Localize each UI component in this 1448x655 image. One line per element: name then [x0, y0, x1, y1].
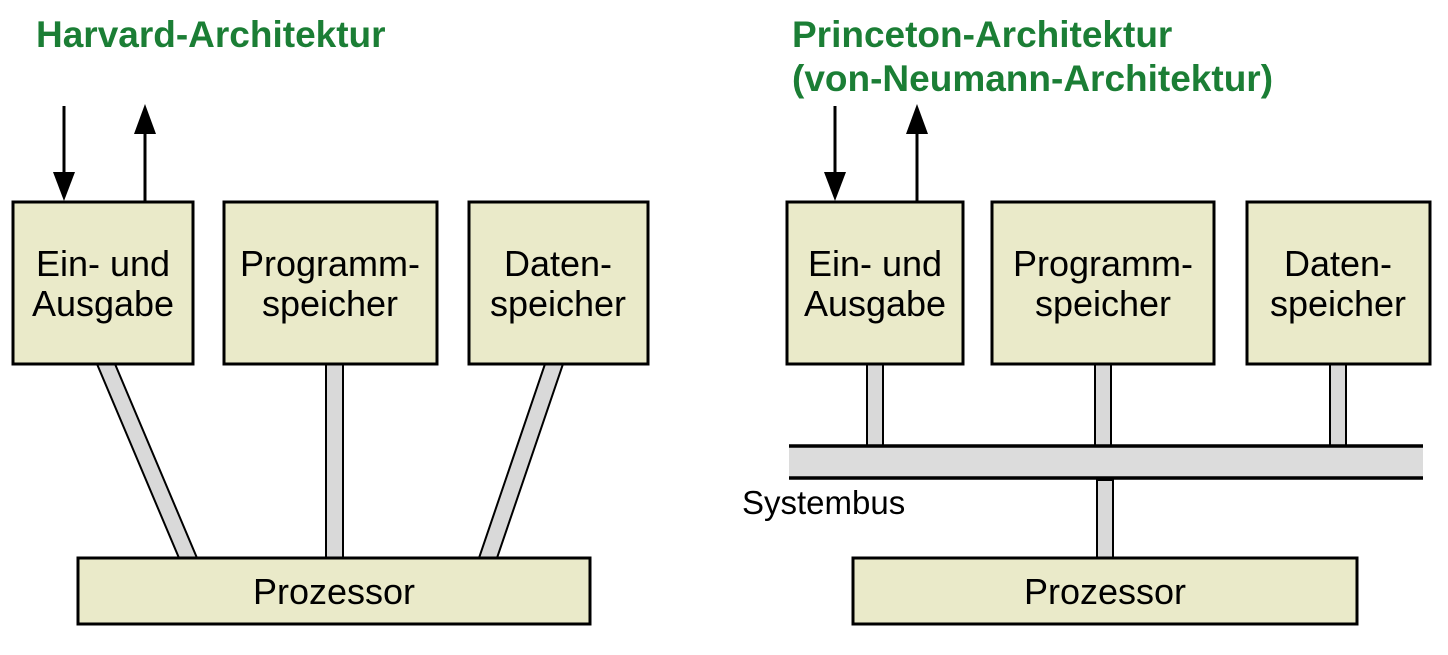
harvard-program-memory-label-line2: speicher — [262, 283, 398, 324]
harvard-io-box-label-line1: Ein- und — [36, 243, 170, 284]
princeton-output-arrow-head — [906, 104, 928, 134]
princeton-title-line2: (von-Neumann-Architektur) — [792, 58, 1273, 99]
princeton-title-line1: Princeton-Architektur — [792, 14, 1172, 55]
princeton-io-bus-connector — [866, 363, 884, 448]
harvard-title: Harvard-Architektur — [36, 14, 386, 55]
harvard-program-memory-box-rect — [222, 200, 439, 366]
princeton-program-memory-label-line2: speicher — [1035, 283, 1171, 324]
output-arrow-head — [134, 104, 156, 134]
princeton-data-memory-label-line2: speicher — [1270, 283, 1406, 324]
system-bus — [789, 444, 1423, 480]
princeton-input-arrow-head — [824, 172, 846, 201]
princeton-io-box-label-line1: Ein- und — [808, 243, 942, 284]
harvard-diagram: Harvard-Architektur Ein- und Ausgabe Pro… — [11, 14, 650, 626]
harvard-data-memory-box-rect — [467, 200, 650, 366]
princeton-io-box-label-line2: Ausgabe — [804, 283, 946, 324]
princeton-program-memory-box-rect — [990, 200, 1216, 366]
harvard-io-box: Ein- und Ausgabe — [11, 200, 195, 366]
harvard-io-box-rect — [11, 200, 195, 366]
princeton-processor-box-rect — [851, 556, 1359, 626]
harvard-data-memory-box: Daten- speicher — [467, 200, 650, 366]
harvard-program-memory-label-line1: Programm- — [240, 243, 420, 284]
princeton-io-box: Ein- und Ausgabe — [785, 200, 965, 366]
princeton-io-box-rect — [785, 200, 965, 366]
princeton-data-memory-label-line1: Daten- — [1284, 243, 1392, 284]
princeton-processor-box: Prozessor — [851, 556, 1359, 626]
harvard-program-memory-box: Programm- speicher — [222, 200, 439, 366]
princeton-processor-label: Prozessor — [1024, 571, 1186, 612]
princeton-program-bus-connector — [1094, 363, 1112, 448]
princeton-output-arrow-up — [906, 104, 928, 201]
harvard-io-box-label-line2: Ausgabe — [32, 283, 174, 324]
input-arrow-down — [53, 106, 75, 201]
harvard-data-processor-connector — [477, 363, 565, 559]
harvard-processor-box: Prozessor — [76, 556, 592, 626]
harvard-data-memory-label-line1: Daten- — [504, 243, 612, 284]
princeton-data-bus-connector — [1329, 363, 1347, 448]
system-bus-label: Systembus — [742, 484, 905, 521]
princeton-bus-processor-connector — [1096, 479, 1114, 559]
output-arrow-up — [134, 104, 156, 201]
princeton-data-memory-box-rect — [1245, 200, 1432, 366]
harvard-io-processor-connector — [95, 363, 199, 559]
princeton-diagram: Princeton-Architektur (von-Neumann-Archi… — [742, 14, 1432, 626]
system-bus-bar — [789, 446, 1423, 478]
princeton-program-memory-label-line1: Programm- — [1013, 243, 1193, 284]
princeton-program-memory-box: Programm- speicher — [990, 200, 1216, 366]
harvard-processor-label: Prozessor — [253, 571, 415, 612]
princeton-data-memory-box: Daten- speicher — [1245, 200, 1432, 366]
princeton-input-arrow-down — [824, 106, 846, 201]
harvard-processor-box-rect — [76, 556, 592, 626]
harvard-program-processor-connector — [325, 363, 344, 559]
harvard-data-memory-label-line2: speicher — [490, 283, 626, 324]
input-arrow-head — [53, 172, 75, 201]
